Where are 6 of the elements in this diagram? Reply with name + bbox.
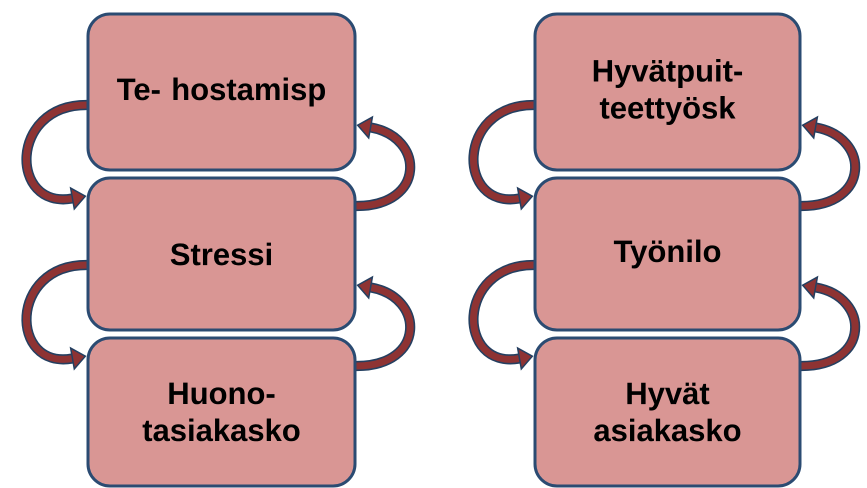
process-box: Huono- tasiakasko <box>86 336 356 488</box>
process-box: Työnilo <box>534 176 802 332</box>
process-box: Hyvätpuit- teettyösk <box>534 12 802 172</box>
process-box: Stressi <box>86 176 356 332</box>
process-box: Hyvät asiakasko <box>534 336 802 488</box>
process-box: Te- hostamisp <box>86 12 356 172</box>
